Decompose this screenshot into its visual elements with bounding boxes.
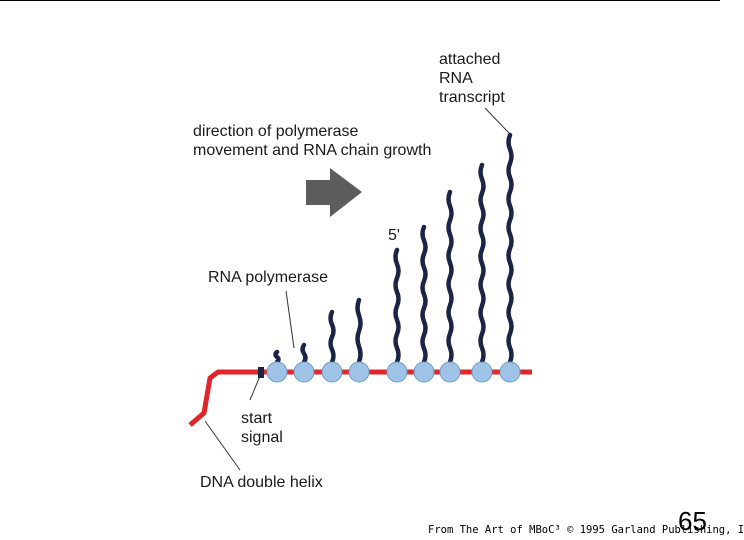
rna-transcript [300, 342, 308, 365]
rna-transcript [446, 189, 454, 365]
start-signal-line-1: start [241, 410, 273, 427]
transcription-diagram [188, 107, 532, 471]
rna-transcript [355, 297, 363, 365]
rna-polymerase [499, 361, 521, 383]
page-number: 65 [678, 506, 707, 536]
start-signal-line-2: signal [241, 429, 283, 446]
rna-polymerase-label: RNA polymerase [208, 269, 329, 286]
rna-polymerase [321, 361, 343, 383]
attached-rna-transcript-label: attached RNA transcript [439, 50, 505, 107]
direction-label-line-1: direction of polymerase [193, 123, 359, 140]
rna-polymerase [413, 361, 435, 383]
rna-transcript [393, 247, 401, 365]
rna-transcript [420, 224, 428, 365]
rna-transcript [478, 162, 486, 365]
start-signal-marker [258, 367, 264, 378]
top-border [0, 0, 720, 1]
attached-label-line-1: attached [439, 51, 501, 68]
dna-leader [204, 420, 241, 471]
rna-transcript [273, 349, 281, 365]
rna-polymerase [471, 361, 493, 383]
rna-polymerase-leader [285, 290, 295, 349]
five-prime-label: 5' [388, 227, 400, 244]
start-signal-label: start signal [241, 409, 283, 447]
rna-transcript [506, 132, 514, 365]
direction-label-line-2: movement and RNA chain growth [193, 142, 432, 159]
rna-polymerase [439, 361, 461, 383]
rna-polymerase [348, 361, 370, 383]
rna-transcript [328, 309, 336, 365]
dna-double-helix-label: DNA double helix [200, 474, 323, 491]
credit-line: From The Art of MBoC³ © 1995 Garland Pub… [428, 524, 744, 536]
direction-label: direction of polymerase movement and RNA… [193, 122, 431, 160]
rna-polymerase [293, 361, 315, 383]
rna-polymerase [386, 361, 408, 383]
rna-polymerase [266, 361, 288, 383]
attached-label-line-3: transcript [439, 89, 505, 106]
direction-arrow [306, 168, 362, 217]
attached-transcript-leader [484, 107, 510, 134]
start-signal-leader [249, 375, 261, 401]
attached-label-line-2: RNA [439, 70, 473, 87]
